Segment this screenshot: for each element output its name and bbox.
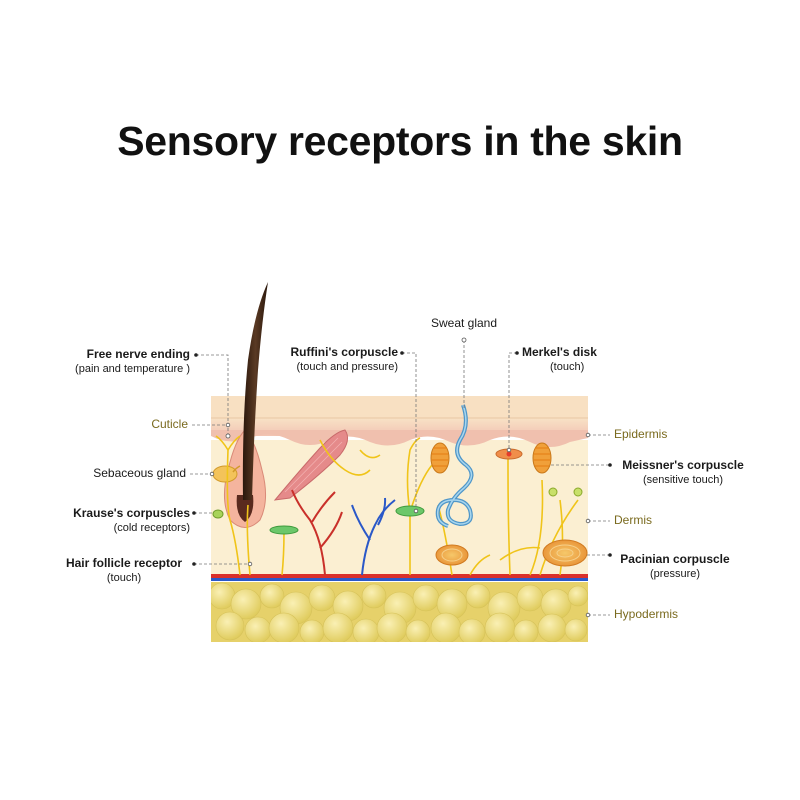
fat-cell: [308, 584, 336, 612]
label-meissner-sub: (sensitive touch): [642, 474, 724, 486]
label-free-nerve-ending: Free nerve ending (pain and temperature …: [40, 347, 190, 377]
label-hypodermis-title: Hypodermis: [614, 607, 679, 621]
label-pacinian: Pacinian corpuscle (pressure): [612, 552, 738, 582]
label-hair-follicle: Hair follicle receptor (touch): [56, 556, 192, 586]
label-epidermis: Epidermis: [614, 427, 714, 442]
fat-cell: [322, 612, 354, 642]
fat-cell: [430, 612, 462, 642]
epidermis-layer: [211, 396, 588, 447]
fat-cell: [412, 584, 440, 612]
meissner-corpuscle: [430, 442, 552, 474]
label-ruffini-title: Ruffini's corpuscle: [290, 345, 398, 359]
fat-cell: [405, 619, 431, 642]
label-hypodermis: Hypodermis: [614, 607, 714, 622]
label-cuticle: Cuticle: [100, 417, 188, 432]
krause-corpuscle: [212, 509, 224, 519]
leader-lines: [190, 340, 610, 616]
fat-cell: [537, 613, 567, 642]
fat-cell: [484, 612, 516, 642]
label-hair-follicle-title: Hair follicle receptor: [65, 556, 183, 570]
label-merkel-title: Merkel's disk: [522, 345, 597, 359]
fat-cell: [361, 583, 387, 609]
label-pacinian-sub: (pressure): [649, 568, 701, 580]
blood-vessel-band: [211, 574, 588, 581]
fat-cell: [465, 583, 491, 609]
label-krause-title: Krause's corpuscles: [73, 506, 190, 520]
label-epidermis-title: Epidermis: [614, 427, 668, 441]
label-free-nerve-ending-title: Free nerve ending: [86, 347, 190, 361]
label-dermis-title: Dermis: [614, 513, 652, 527]
label-sweat-gland: Sweat gland: [414, 316, 514, 331]
leader-dots: [192, 337, 612, 618]
fat-cell: [564, 618, 588, 642]
label-meissner-title: Meissner's corpuscle: [622, 458, 744, 472]
label-free-nerve-ending-sub: (pain and temperature ): [75, 363, 190, 375]
label-merkel-sub: (touch): [550, 361, 585, 373]
fat-cell: [259, 583, 285, 609]
sebaceous-gland: [212, 465, 238, 483]
artery-branches: [291, 489, 343, 576]
label-krause: Krause's corpuscles (cold receptors): [40, 506, 190, 536]
label-ruffini: Ruffini's corpuscle (touch and pressure): [250, 345, 398, 375]
ruffini-corpuscle: [269, 505, 425, 535]
fat-cell: [268, 612, 300, 642]
fat-cell: [244, 616, 272, 642]
label-sweat-gland-title: Sweat gland: [430, 316, 498, 330]
label-pacinian-title: Pacinian corpuscle: [620, 552, 730, 566]
label-cuticle-title: Cuticle: [151, 417, 188, 431]
label-krause-sub: (cold receptors): [113, 522, 190, 534]
free-nerve-endings: [548, 487, 583, 497]
label-sebaceous-gland-title: Sebaceous gland: [93, 466, 186, 480]
label-meissner: Meissner's corpuscle (sensitive touch): [612, 458, 754, 488]
label-dermis: Dermis: [614, 513, 714, 528]
pacinian-corpuscle: [435, 539, 588, 567]
fat-cell: [230, 588, 262, 620]
fat-cell: [567, 585, 588, 607]
fat-cell: [513, 619, 539, 642]
fat-cell: [376, 612, 408, 642]
fat-cell: [516, 584, 544, 612]
vein-branches: [351, 497, 396, 576]
fat-cell: [299, 619, 325, 642]
label-sebaceous-gland: Sebaceous gland: [60, 466, 186, 481]
fat-cell: [458, 618, 486, 642]
label-hair-follicle-sub: (touch): [106, 572, 142, 584]
label-merkel: Merkel's disk (touch): [522, 345, 622, 375]
label-ruffini-sub: (touch and pressure): [296, 361, 399, 373]
hypodermis-layer: [211, 582, 588, 642]
fat-cell: [215, 611, 245, 641]
hair-shaft: [242, 282, 268, 500]
page-title: Sensory receptors in the skin: [117, 118, 683, 164]
fat-cell: [352, 618, 380, 642]
